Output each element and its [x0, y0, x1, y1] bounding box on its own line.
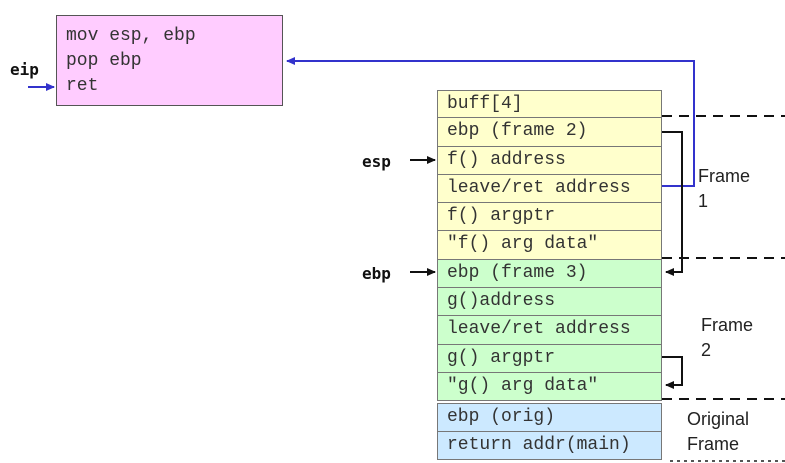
original-frame-label: Original Frame	[687, 407, 749, 457]
stack-cell-g-leave-ret: leave/ret address	[437, 316, 662, 345]
stack-cell-ebp-frame2: ebp (frame 2)	[437, 118, 662, 147]
esp-label: esp	[362, 152, 391, 171]
eip-label: eip	[10, 60, 39, 79]
instruction-box: mov esp, ebp pop ebp ret	[56, 15, 283, 106]
ebp-frame2-link	[662, 131, 683, 276]
code-line-pop: pop ebp	[66, 51, 142, 71]
g-argptr-link	[662, 356, 683, 389]
stack-cell-ebp-orig: ebp (orig)	[437, 403, 662, 432]
stack-cell-g-arg-data: "g() arg data"	[437, 372, 662, 402]
frame2-label: Frame 2	[701, 313, 753, 363]
code-line-ret: ret	[66, 76, 99, 96]
stack-cell-ebp-frame3: ebp (frame 3)	[437, 259, 662, 289]
ebp-label: ebp	[362, 264, 391, 283]
stack-cell-f-address: f() address	[437, 146, 662, 175]
frame2-label-line2: 2	[701, 340, 712, 360]
frame1-label: Frame 1	[698, 164, 750, 214]
stack-cell-return-main: return addr(main)	[437, 431, 662, 460]
original-frame-label-line2: Frame	[687, 434, 740, 454]
frame1-label-line1: Frame	[698, 166, 751, 186]
frame1-label-line2: 1	[698, 191, 709, 211]
code-line-mov: mov esp, ebp	[66, 26, 196, 46]
stack-cell-g-address: g()address	[437, 288, 662, 317]
stack-cell-g-argptr: g() argptr	[437, 344, 662, 373]
stack: buff[4] ebp (frame 2) f() address leave/…	[437, 90, 662, 460]
original-frame-label-line1: Original	[687, 409, 750, 429]
frame2-label-line1: Frame	[701, 315, 754, 335]
stack-cell-f-arg-data: "f() arg data"	[437, 231, 662, 260]
stack-cell-buff: buff[4]	[437, 90, 662, 119]
stack-cell-f-argptr: f() argptr	[437, 203, 662, 232]
stack-cell-f-leave-ret: leave/ret address	[437, 174, 662, 204]
